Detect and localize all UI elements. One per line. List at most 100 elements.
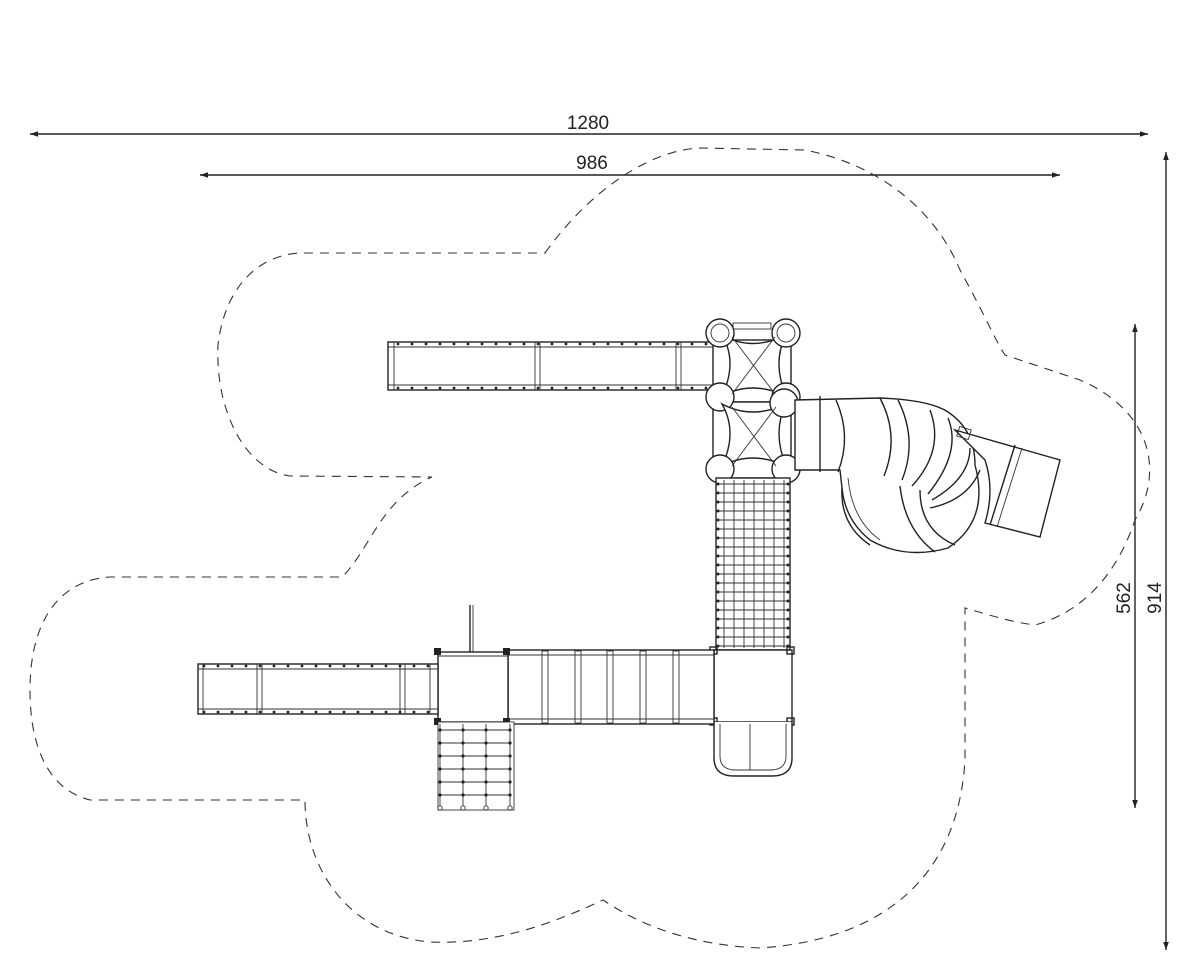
bolt xyxy=(370,710,374,714)
dimension-structure-depth: 562 xyxy=(1114,324,1138,808)
bolt xyxy=(412,664,416,668)
bolt xyxy=(480,386,484,390)
net-knot xyxy=(786,536,790,540)
bolt xyxy=(328,710,332,714)
net-knot xyxy=(786,527,790,531)
net-knot xyxy=(786,581,790,585)
bolt xyxy=(578,342,582,346)
bolt xyxy=(690,386,694,390)
bolt xyxy=(522,386,526,390)
ladder-rung xyxy=(606,650,614,724)
bolt xyxy=(300,710,304,714)
rope-knot xyxy=(438,741,442,745)
bolt xyxy=(676,342,680,346)
bolt xyxy=(356,664,360,668)
net-knot xyxy=(786,500,790,504)
bolt xyxy=(370,664,374,668)
dimension-structure-width: 986 xyxy=(200,153,1060,178)
rope-knot xyxy=(461,767,465,771)
bolt xyxy=(230,710,234,714)
ladder-bridge xyxy=(507,649,715,725)
net-knot xyxy=(716,617,720,621)
lower-tower xyxy=(709,646,795,777)
bolt xyxy=(690,342,694,346)
bolt xyxy=(356,710,360,714)
dimension-label-562: 562 xyxy=(1114,582,1135,614)
ladder-rung xyxy=(672,650,680,724)
bolt xyxy=(662,342,666,346)
bolt xyxy=(480,342,484,346)
lower-bridge xyxy=(197,663,439,715)
ladder-rung xyxy=(639,650,647,724)
net-knot xyxy=(786,545,790,549)
bolt xyxy=(328,664,332,668)
net-knot xyxy=(786,635,790,639)
upper-bridge xyxy=(387,341,715,391)
net-knot xyxy=(786,518,790,522)
net-grid xyxy=(716,480,790,648)
bridge-bolts-top xyxy=(396,342,708,390)
rope-knot xyxy=(508,793,512,797)
net-knot xyxy=(716,572,720,576)
bolt xyxy=(634,386,638,390)
bolt xyxy=(508,386,512,390)
rope-end xyxy=(437,805,443,811)
net-knot xyxy=(786,482,790,486)
bolt xyxy=(564,342,568,346)
bolt xyxy=(314,710,318,714)
spiral-tube-slide xyxy=(794,396,1061,554)
bolt xyxy=(452,342,456,346)
net-knot xyxy=(716,581,720,585)
net-knot xyxy=(786,599,790,603)
bolt xyxy=(342,664,346,668)
rope-knot xyxy=(461,728,465,732)
bolt xyxy=(676,386,680,390)
net-knot xyxy=(786,563,790,567)
bolt xyxy=(452,386,456,390)
bolt xyxy=(466,386,470,390)
net-knot xyxy=(716,608,720,612)
climbing-net xyxy=(715,477,791,651)
bolt xyxy=(230,664,234,668)
net-knot xyxy=(716,554,720,558)
rope-knot xyxy=(438,780,442,784)
bolt xyxy=(314,664,318,668)
bolt xyxy=(272,710,276,714)
bolt xyxy=(424,386,428,390)
net-knot xyxy=(716,491,720,495)
bolt xyxy=(426,710,430,714)
bolt xyxy=(438,386,442,390)
net-knot xyxy=(716,518,720,522)
bolt xyxy=(564,386,568,390)
rope-knot xyxy=(484,728,488,732)
bolt xyxy=(286,710,290,714)
rope-knot xyxy=(508,728,512,732)
rope-knot xyxy=(484,780,488,784)
rope-knot xyxy=(508,741,512,745)
ladder-rungs xyxy=(541,650,680,724)
rope-knot xyxy=(508,754,512,758)
dimension-overall-depth: 914 xyxy=(1145,152,1169,950)
rope-knot xyxy=(438,767,442,771)
bolt xyxy=(286,664,290,668)
net-knot xyxy=(716,482,720,486)
net-knot xyxy=(786,554,790,558)
bolt xyxy=(384,710,388,714)
bolt xyxy=(620,342,624,346)
bolt xyxy=(704,386,708,390)
rope-end xyxy=(483,805,489,811)
rope-end xyxy=(460,805,466,811)
net-knot xyxy=(716,527,720,531)
rope-knot xyxy=(461,780,465,784)
net-knot xyxy=(786,626,790,630)
bolt xyxy=(606,386,610,390)
bolt xyxy=(634,342,638,346)
net-knot xyxy=(716,626,720,630)
bolt xyxy=(300,664,304,668)
net-knot xyxy=(716,545,720,549)
rope-knot xyxy=(484,754,488,758)
bolt xyxy=(536,342,540,346)
rope-knot xyxy=(484,741,488,745)
bolt xyxy=(704,342,708,346)
